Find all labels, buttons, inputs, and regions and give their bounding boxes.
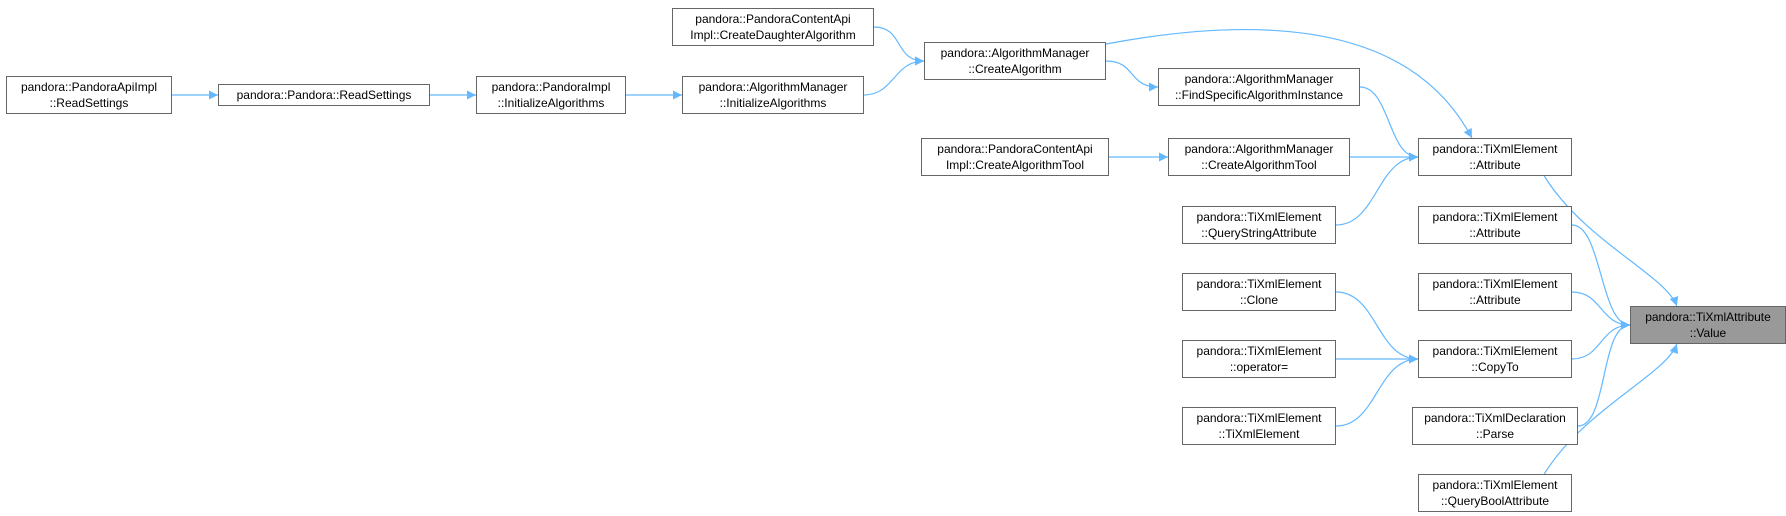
node-label-line: pandora::PandoraApiImpl	[20, 80, 158, 94]
node-label-line: ::Value	[1689, 326, 1727, 340]
node-label-line: ::Parse	[1475, 427, 1514, 441]
graph-node-findspecific[interactable]: pandora::AlgorithmManager::FindSpecificA…	[1158, 68, 1360, 106]
node-label-line: ::Attribute	[1469, 158, 1521, 172]
edge-copyto-to-value	[1571, 320, 1631, 360]
node-label-line: ::Clone	[1239, 293, 1279, 307]
graph-node-readsettings[interactable]: pandora::Pandora::ReadSettings	[218, 84, 430, 106]
graph-node-createalg[interactable]: pandora::AlgorithmManager::CreateAlgorit…	[924, 42, 1106, 80]
graph-node-value: pandora::TiXmlAttribute::Value	[1630, 306, 1786, 344]
node-label-line: ::InitializeAlgorithms	[719, 96, 827, 110]
node-label-line: pandora::TiXmlElement	[1432, 277, 1558, 291]
graph-node-attr3[interactable]: pandora::TiXmlElement::Attribute	[1418, 273, 1572, 311]
edge-querybool-to-value	[1543, 343, 1679, 475]
graph-node-clone[interactable]: pandora::TiXmlElement::Clone	[1182, 273, 1336, 311]
node-label-line: pandora::TiXmlElement	[1196, 411, 1322, 425]
graph-node-initalgs-mgr[interactable]: pandora::AlgorithmManager::InitializeAlg…	[682, 76, 864, 114]
graph-node-parse[interactable]: pandora::TiXmlDeclaration::Parse	[1412, 407, 1578, 445]
edge-initalgs-mgr-to-createalg	[863, 56, 925, 96]
node-label-line: ::QueryBoolAttribute	[1440, 494, 1550, 508]
edge-ctor-to-copyto	[1335, 354, 1419, 427]
edge-querystring-to-attr1	[1335, 152, 1419, 226]
node-label-line: pandora::TiXmlDeclaration	[1424, 411, 1566, 425]
node-label-line: pandora::AlgorithmManager	[1184, 72, 1334, 86]
node-label-line: pandora::TiXmlElement	[1196, 210, 1322, 224]
graph-node-attr2[interactable]: pandora::TiXmlElement::Attribute	[1418, 206, 1572, 244]
node-label-line: pandora::PandoraContentApi	[695, 12, 851, 26]
edge-parse-to-value	[1577, 320, 1631, 427]
graph-node-createtool-mgr[interactable]: pandora::AlgorithmManager::CreateAlgorit…	[1168, 138, 1350, 176]
edge-clone-to-copyto	[1335, 291, 1419, 364]
node-label-line: ::CreateAlgorithmTool	[1201, 158, 1317, 172]
node-label-line: pandora::TiXmlElement	[1432, 142, 1558, 156]
graph-node-querystring[interactable]: pandora::TiXmlElement::QueryStringAttrib…	[1182, 206, 1336, 244]
node-label-line: ::TiXmlElement	[1218, 427, 1300, 441]
node-label-line: ::Attribute	[1469, 293, 1521, 307]
node-label-line: ::InitializeAlgorithms	[497, 96, 605, 110]
node-label-line: pandora::TiXmlElement	[1196, 344, 1322, 358]
graph-node-initalgs-impl[interactable]: pandora::PandoraImpl::InitializeAlgorith…	[476, 76, 626, 114]
edge-createalg-to-attr1	[1105, 28, 1473, 139]
node-label-line: Impl::CreateAlgorithmTool	[945, 158, 1085, 172]
edge-createdaughter-to-createalg	[873, 26, 925, 66]
edge-findspecific-to-attr1	[1359, 86, 1419, 162]
node-label-line: Impl::CreateDaughterAlgorithm	[690, 28, 856, 42]
node-label-line: pandora::TiXmlElement	[1196, 277, 1322, 291]
node-label-line: ::QueryStringAttribute	[1201, 226, 1317, 240]
node-label-line: pandora::TiXmlElement	[1432, 344, 1558, 358]
node-label-line: pandora::AlgorithmManager	[1184, 142, 1334, 156]
node-label-line: pandora::TiXmlAttribute	[1645, 310, 1771, 324]
node-label-line: pandora::AlgorithmManager	[698, 80, 848, 94]
graph-node-readsettings-api[interactable]: pandora::PandoraApiImpl::ReadSettings	[6, 76, 172, 114]
node-label-line: ::FindSpecificAlgorithmInstance	[1174, 88, 1344, 102]
edge-attr2-to-value	[1571, 224, 1631, 330]
node-label-line: pandora::TiXmlElement	[1432, 478, 1558, 492]
graph-node-ctor[interactable]: pandora::TiXmlElement::TiXmlElement	[1182, 407, 1336, 445]
graph-node-copyto[interactable]: pandora::TiXmlElement::CopyTo	[1418, 340, 1572, 378]
node-label-line: ::Attribute	[1469, 226, 1521, 240]
edge-attr3-to-value	[1571, 291, 1631, 330]
node-label-line: ::ReadSettings	[49, 96, 129, 110]
node-label-line: pandora::Pandora::ReadSettings	[236, 88, 412, 102]
graph-node-operator[interactable]: pandora::TiXmlElement::operator=	[1182, 340, 1336, 378]
node-label-line: ::CreateAlgorithm	[968, 62, 1062, 76]
node-label-line: pandora::AlgorithmManager	[940, 46, 1090, 60]
node-label-line: ::CopyTo	[1471, 360, 1519, 374]
node-label-line: pandora::PandoraImpl	[491, 80, 611, 94]
node-label-line: ::operator=	[1229, 360, 1289, 374]
graph-node-attr1[interactable]: pandora::TiXmlElement::Attribute	[1418, 138, 1572, 176]
graph-node-querybool[interactable]: pandora::TiXmlElement::QueryBoolAttribut…	[1418, 474, 1572, 512]
edge-createalg-to-findspecific	[1105, 60, 1159, 92]
edge-attr1-to-value	[1543, 175, 1679, 307]
node-label-line: pandora::TiXmlElement	[1432, 210, 1558, 224]
node-label-line: pandora::PandoraContentApi	[937, 142, 1093, 156]
